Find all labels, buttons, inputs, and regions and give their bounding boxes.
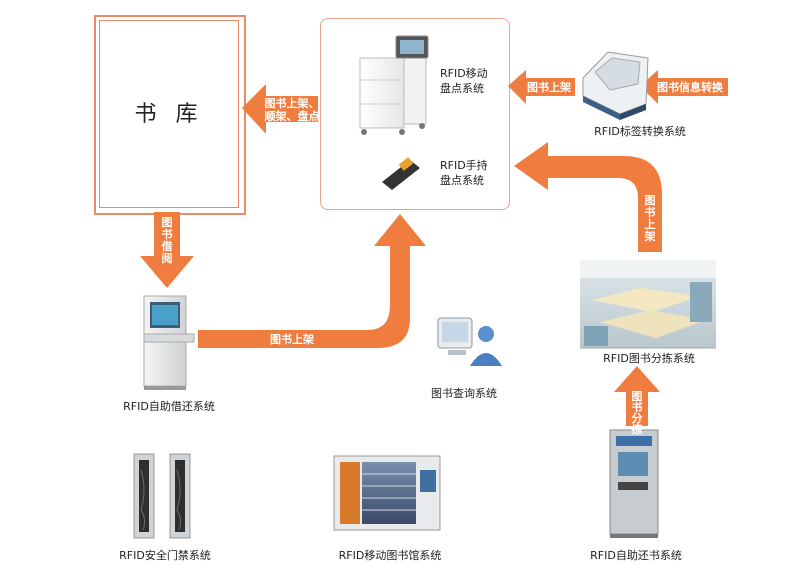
- caption-tag-converter: RFID标签转换系统: [594, 125, 686, 138]
- arrow-label-shelve-from-kiosk: 图书上架: [270, 332, 314, 346]
- handheld-inventory-label-line2: 盘点系统: [440, 174, 484, 187]
- arrow-label-sorting-char: 图: [632, 390, 643, 403]
- caption-self-checkout: RFID自助借还系统: [123, 400, 215, 413]
- handheld-inventory-label: RFID手持 盘点系统: [440, 158, 488, 188]
- arrow-label-shelve-sorting-char: 图: [645, 194, 656, 207]
- arrow-label-shelve-reshelve-2: 顺架、盘点: [265, 109, 320, 123]
- arrow-label-sorting-char: 书: [632, 400, 643, 414]
- arrow-label-shelve-sorting-char: 架: [644, 229, 656, 243]
- sorting-system-illustration: [580, 260, 716, 349]
- arrow-borrow: [140, 212, 194, 288]
- arrow-sorting: [614, 366, 660, 426]
- book-storage-inner-frame: [99, 20, 239, 208]
- arrow-label-tag-conversion: 图书信息转换: [657, 80, 724, 94]
- handheld-reader-illustration: [382, 157, 420, 190]
- caption-self-return: RFID自助还书系统: [590, 549, 682, 562]
- handheld-inventory-label-line1: RFID手持: [440, 159, 488, 172]
- arrow-label-shelve-sorting-char: 上: [645, 217, 656, 231]
- arrow-shelve-from-kiosk: [198, 214, 426, 348]
- caption-mobile-library: RFID移动图书馆系统: [338, 549, 442, 562]
- arrow-label-borrow-char: 阅: [162, 251, 173, 265]
- caption-book-query: 图书查询系统: [431, 387, 497, 400]
- arrow-shelve-from-sorting: [514, 142, 662, 252]
- book-storage-title: 书 库: [134, 102, 204, 127]
- arrow-label-borrow-char: 借: [161, 239, 173, 253]
- mobile-inventory-label: RFID移动 盘点系统: [440, 66, 488, 96]
- book-query-illustration: [437, 317, 502, 366]
- arrow-tag-info-conversion: [640, 70, 728, 104]
- mobile-inventory-cart-illustration: [359, 35, 429, 135]
- arrow-shelve-from-converter: [508, 70, 575, 104]
- tag-converter-illustration: [582, 51, 649, 120]
- caption-security-gate: RFID安全门禁系统: [119, 549, 211, 562]
- mobile-library-illustration: [333, 455, 441, 531]
- mobile-inventory-label-line2: 盘点系统: [440, 82, 484, 95]
- arrow-label-sorting-char: 分: [632, 411, 643, 425]
- arrow-label-shelve-from-converter: 图书上架: [527, 80, 571, 94]
- arrow-label-shelve-reshelve-1: 图书上架、: [265, 96, 320, 110]
- security-gate-illustration: [133, 453, 191, 539]
- arrow-label-sorting-char: 拣: [632, 422, 643, 436]
- arrow-label-shelve-sorting-char: 书: [645, 205, 656, 219]
- arrow-label-borrow-char: 图: [162, 216, 173, 229]
- caption-sorting: RFID图书分拣系统: [603, 352, 695, 365]
- self-checkout-kiosk-illustration: [143, 295, 195, 390]
- arrow-label-borrow-char: 书: [162, 227, 173, 241]
- arrow-shelve-reshelve-inventory: [242, 84, 318, 134]
- self-return-machine-illustration: [609, 429, 659, 538]
- mobile-inventory-label-line1: RFID移动: [440, 67, 488, 80]
